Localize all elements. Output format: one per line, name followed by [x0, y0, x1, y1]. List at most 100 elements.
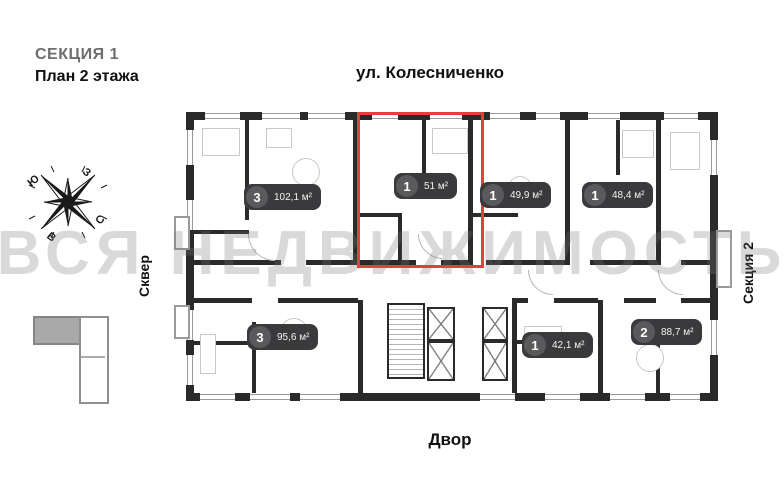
- elevator-shaft: [427, 307, 455, 341]
- apartment-area: 51 м²: [424, 180, 449, 192]
- wall: [512, 298, 528, 303]
- window: [186, 200, 194, 230]
- window: [710, 320, 718, 355]
- wall: [486, 260, 565, 265]
- furniture: [622, 130, 654, 158]
- yard-label: Двор: [428, 430, 472, 449]
- window: [200, 393, 235, 401]
- compass-south: Ю: [25, 173, 41, 189]
- window: [262, 112, 300, 120]
- wall: [194, 260, 281, 265]
- furniture: [670, 132, 700, 170]
- window: [480, 393, 515, 401]
- key-plan-section1-shape: [33, 316, 83, 345]
- apartment-area: 88,7 м²: [661, 326, 694, 338]
- compass-rose-icon: З Ю С В: [25, 165, 107, 245]
- window: [536, 112, 560, 120]
- apartment-label[interactable]: 1 51 м²: [394, 173, 458, 199]
- wall: [194, 298, 252, 303]
- balcony: [174, 216, 190, 250]
- wall: [186, 112, 194, 401]
- wall: [468, 120, 473, 265]
- wall: [656, 120, 661, 265]
- apartment-rooms-badge: 2: [633, 321, 655, 343]
- apartment-rooms-badge: 1: [482, 184, 504, 206]
- section-title: СЕКЦИЯ 1: [35, 46, 120, 63]
- apartment-area: 95,6 м²: [277, 331, 310, 343]
- wall: [710, 112, 718, 401]
- wall: [422, 120, 426, 175]
- street-label: ул. Колесниченко: [355, 63, 505, 82]
- furniture: [636, 344, 664, 372]
- window: [430, 112, 462, 120]
- wall: [512, 300, 517, 393]
- apartment-area: 49,9 м²: [510, 189, 543, 201]
- window: [545, 393, 580, 401]
- window: [250, 393, 290, 401]
- wall: [194, 230, 249, 234]
- floor-title: План 2 этажа: [35, 68, 139, 85]
- elevator-shaft: [482, 341, 508, 381]
- wall: [353, 120, 358, 265]
- apartment-label[interactable]: 1 42,1 м²: [522, 332, 594, 358]
- wall: [306, 260, 416, 265]
- wall: [441, 260, 468, 265]
- apartment-rooms-badge: 3: [246, 186, 268, 208]
- window: [300, 393, 340, 401]
- wall: [681, 260, 710, 265]
- apartment-rooms-badge: 1: [524, 334, 546, 356]
- wall: [681, 298, 710, 303]
- key-plan-divider: [81, 356, 105, 358]
- apartment-area: 48,4 м²: [612, 189, 645, 201]
- apartment-label[interactable]: 3 95,6 м²: [247, 324, 319, 350]
- wall: [357, 213, 400, 217]
- window: [710, 140, 718, 175]
- balcony: [716, 230, 732, 288]
- window: [186, 310, 194, 340]
- window: [372, 112, 398, 120]
- apartment-label[interactable]: 3 102,1 м²: [244, 184, 322, 210]
- window: [664, 112, 698, 120]
- apartment-label[interactable]: 2 88,7 м²: [631, 319, 703, 345]
- wall: [554, 298, 598, 303]
- window: [186, 130, 194, 165]
- furniture: [200, 334, 216, 374]
- floor-plan-drawing: [174, 112, 732, 401]
- wall: [624, 298, 656, 303]
- wall: [278, 298, 358, 303]
- furniture: [432, 128, 468, 154]
- window: [588, 112, 620, 120]
- furniture: [202, 128, 240, 156]
- wall: [358, 300, 363, 393]
- stairwell: [387, 303, 425, 379]
- apartment-rooms-badge: 3: [249, 326, 271, 348]
- elevator-shaft: [427, 341, 455, 381]
- wall: [194, 341, 252, 345]
- apartment-rooms-badge: 1: [584, 184, 606, 206]
- wall: [252, 322, 256, 393]
- window: [610, 393, 645, 401]
- elevator-shaft: [482, 307, 508, 341]
- wall: [590, 260, 656, 265]
- apartment-label[interactable]: 1 49,9 м²: [480, 182, 552, 208]
- furniture: [266, 128, 292, 148]
- window: [308, 112, 345, 120]
- wall: [565, 120, 570, 265]
- apartment-rooms-badge: 1: [396, 175, 418, 197]
- apartment-area: 102,1 м²: [274, 191, 313, 203]
- key-plan: [27, 308, 113, 404]
- apartment-area: 42,1 м²: [552, 339, 585, 351]
- balcony: [174, 305, 190, 339]
- apartment-label[interactable]: 1 48,4 м²: [582, 182, 654, 208]
- window: [670, 393, 700, 401]
- window: [205, 112, 240, 120]
- furniture: [292, 158, 320, 186]
- wall: [616, 120, 620, 175]
- wall: [245, 120, 249, 220]
- window: [186, 355, 194, 385]
- watermark-text: ВСЯ НЕДВИЖИМОСТЬ: [0, 219, 784, 288]
- wall: [472, 213, 518, 217]
- window: [490, 112, 520, 120]
- key-plan-section2-shape: [79, 316, 109, 404]
